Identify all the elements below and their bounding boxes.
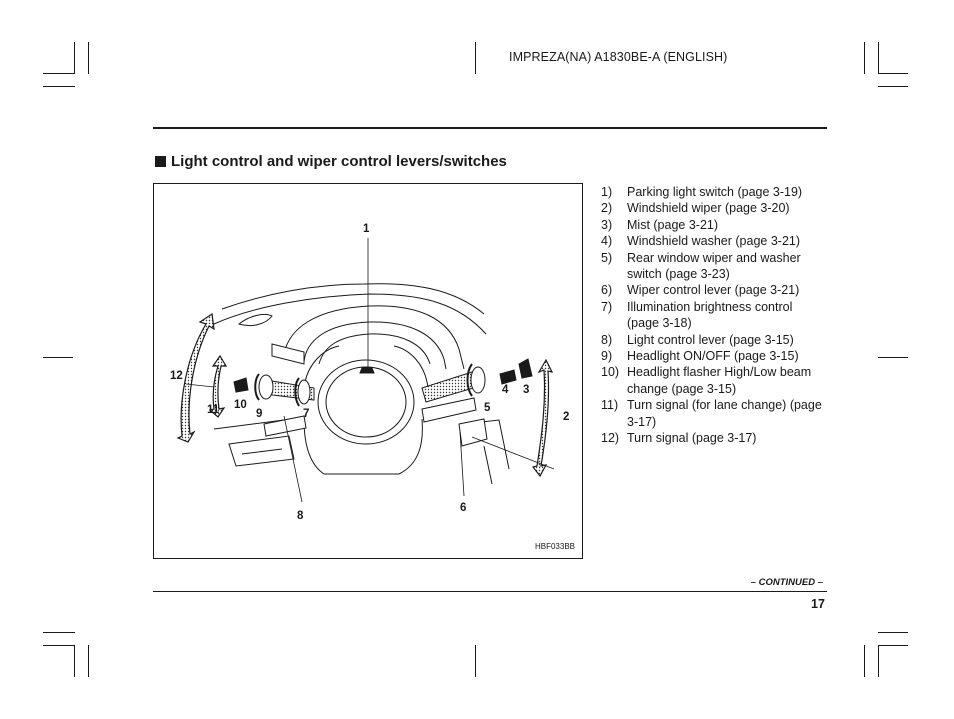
legend-list: 1)Parking light switch (page 3-19) 2)Win… <box>601 184 827 447</box>
legend-item: 1)Parking light switch (page 3-19) <box>601 185 803 199</box>
legend-item: 12)Turn signal (page 3-17) <box>601 431 757 446</box>
continued-note: – CONTINUED – <box>750 577 823 588</box>
callout-8: 8 <box>297 510 304 522</box>
legend-item: 4)Windshield washer (page 3-21) <box>601 234 801 249</box>
legend-item: 11)Turn signal (for lane change) (page 3… <box>601 398 822 429</box>
callout-6: 6 <box>460 502 467 514</box>
page-number: 17 <box>811 597 825 611</box>
legend-item: 3)Mist (page 3-21) <box>601 217 719 232</box>
callout-7: 7 <box>303 408 310 420</box>
legend-item: 8)Light control lever (page 3-15) <box>601 332 794 347</box>
section-title: Light control and wiper control levers/s… <box>155 153 507 170</box>
legend-item: 2)Windshield wiper (page 3-20) <box>601 201 790 216</box>
legend-item: 9)Headlight ON/OFF (page 3-15) <box>601 349 799 364</box>
footer-rule <box>153 591 827 592</box>
section-title-text: Light control and wiper control levers/s… <box>171 153 507 170</box>
callout-12: 12 <box>170 370 183 382</box>
legend-item: 7)Illumination brightness control (page … <box>601 299 793 331</box>
steering-column-illustration <box>176 238 555 503</box>
callout-3: 3 <box>523 384 530 396</box>
callout-10: 10 <box>234 399 247 411</box>
header-rule <box>153 127 827 129</box>
figure: 1 2 3 4 5 6 7 8 9 10 11 12 HBF033BB <box>153 183 583 559</box>
section-bullet-icon <box>155 156 166 167</box>
legend-item: 6)Wiper control lever (page 3-21) <box>601 283 800 298</box>
figure-code: HBF033BB <box>534 542 575 551</box>
callout-2: 2 <box>563 411 570 423</box>
legend-item: 5)Rear window wiper and washer switch (p… <box>601 250 801 282</box>
callout-4: 4 <box>502 384 509 396</box>
callout-1: 1 <box>363 223 370 235</box>
document-id: IMPREZA(NA) A1830BE-A (ENGLISH) <box>509 50 728 64</box>
callout-5: 5 <box>484 402 491 414</box>
legend-item: 10)Headlight flasher High/Low beam chang… <box>601 365 812 396</box>
callout-9: 9 <box>256 408 263 420</box>
callout-11: 11 <box>207 404 220 416</box>
